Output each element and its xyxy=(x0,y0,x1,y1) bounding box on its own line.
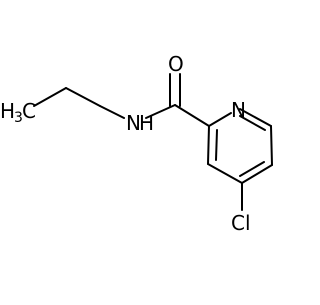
bond-c6-c5 xyxy=(270,125,273,166)
bond-ch3-c1 xyxy=(33,87,67,107)
bond-c3-c2ring-double xyxy=(215,129,218,161)
bond-c2ring-n1 xyxy=(208,112,232,127)
atom-labels: H 3 C N H O N Cl xyxy=(0,52,251,235)
chlorine-label: Cl xyxy=(231,211,251,235)
methyl-label-h: H xyxy=(0,99,15,123)
bond-carbonyl-c2ring xyxy=(174,104,210,127)
bond-c4-c3 xyxy=(207,163,243,184)
bonds xyxy=(33,73,273,211)
amide-nitrogen-label: N xyxy=(126,111,141,135)
oxygen-label: O xyxy=(168,52,184,76)
bond-c1-c2 xyxy=(65,87,101,107)
methyl-label-subscript: 3 xyxy=(14,110,23,126)
bond-nh-carbonyl xyxy=(145,104,176,119)
structure-canvas: H 3 C N H O N Cl xyxy=(0,52,273,235)
bond-c2-nh xyxy=(99,105,125,119)
amide-hydrogen-label: H xyxy=(139,111,154,135)
ring-nitrogen-label: N xyxy=(231,98,246,122)
bond-c3-c2ring xyxy=(207,125,210,165)
bond-c5-c4 xyxy=(241,164,273,184)
bond-c5-c4-double xyxy=(239,161,265,177)
bond-n1-c6-double xyxy=(239,115,266,131)
methyl-label-c: C xyxy=(22,99,36,123)
molecule-structure: H 3 C N H O N Cl xyxy=(0,52,273,235)
bond-n1-c6-inner xyxy=(239,108,272,127)
